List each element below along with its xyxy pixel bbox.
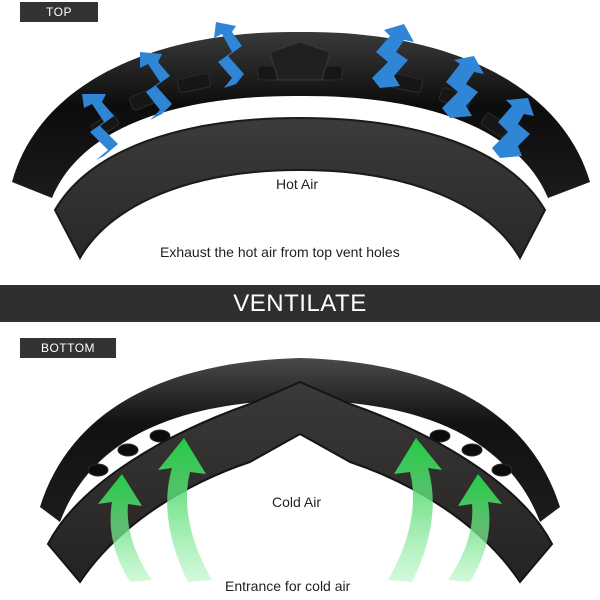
vent-holes xyxy=(87,429,513,477)
foam-padding xyxy=(46,380,554,584)
foam-padding xyxy=(53,116,547,261)
goggle-frame xyxy=(40,358,560,522)
hot-air-label: Hot Air xyxy=(276,176,319,192)
goggle-bottom-image xyxy=(40,358,560,584)
top-tag: TOP xyxy=(20,2,98,22)
ventilate-banner: VENTILATE xyxy=(0,285,600,322)
zigzag-up-arrow-icon xyxy=(82,22,534,160)
exhaust-caption: Exhaust the hot air from top vent holes xyxy=(160,244,400,260)
bottom-panel: BOTTOM Cold Air Entrance for cold air xyxy=(0,322,600,600)
goggle-top-image xyxy=(12,22,590,261)
top-panel: TOP Hot Air Exhaust the hot air from top… xyxy=(0,0,600,285)
ventilate-title: VENTILATE xyxy=(233,289,367,317)
cold-air-label: Cold Air xyxy=(272,494,322,510)
curved-up-arrow-icon xyxy=(98,438,502,582)
entrance-caption: Entrance for cold air xyxy=(225,578,351,594)
bottom-tag: BOTTOM xyxy=(20,338,116,358)
